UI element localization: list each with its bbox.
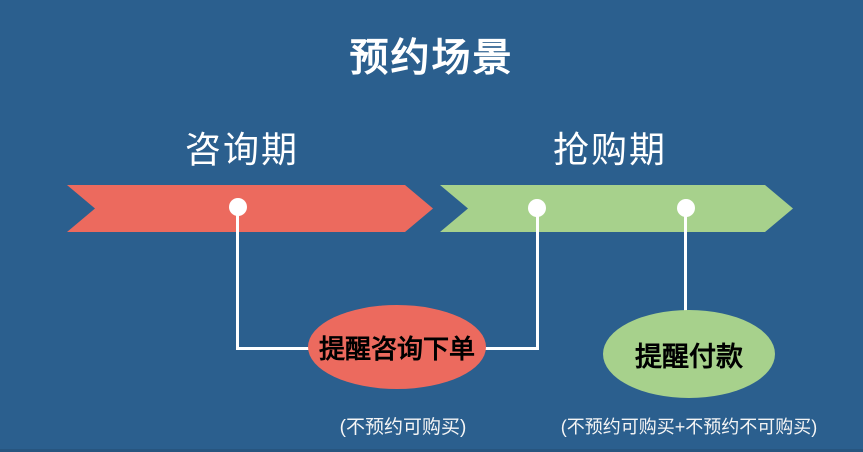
timeline-dot-consultation (229, 198, 247, 216)
connector-line-rush2-vertical (684, 208, 687, 320)
connector-line-consult-vertical (236, 207, 239, 350)
phase-label-consultation: 咨询期 (185, 129, 300, 170)
connector-line-rush1-horizontal (484, 347, 539, 350)
caption-rush-rule: (不预约可购买+不预约不可购买) (560, 417, 818, 437)
connector-line-consult-horizontal (236, 347, 310, 350)
callout-remind-consult-order: 提醒咨询下单 (308, 305, 486, 389)
connector-line-rush1-vertical (536, 208, 539, 350)
phase-label-rush-purchase: 抢购期 (553, 129, 668, 170)
callout-remind-payment-label: 提醒付款 (635, 341, 743, 372)
timeline-dot-rush-second (677, 199, 695, 217)
rush-purchase-phase-arrow (440, 185, 793, 232)
callout-remind-payment: 提醒付款 (603, 310, 775, 398)
callout-remind-consult-order-label: 提醒咨询下单 (318, 333, 475, 364)
bottom-edge-strip (0, 449, 863, 452)
consultation-phase-arrow (67, 185, 433, 232)
page-title: 预约场景 (349, 37, 514, 80)
timeline-dot-rush-first (528, 199, 546, 217)
caption-consultation-rule: (不预约可购买) (339, 417, 467, 438)
